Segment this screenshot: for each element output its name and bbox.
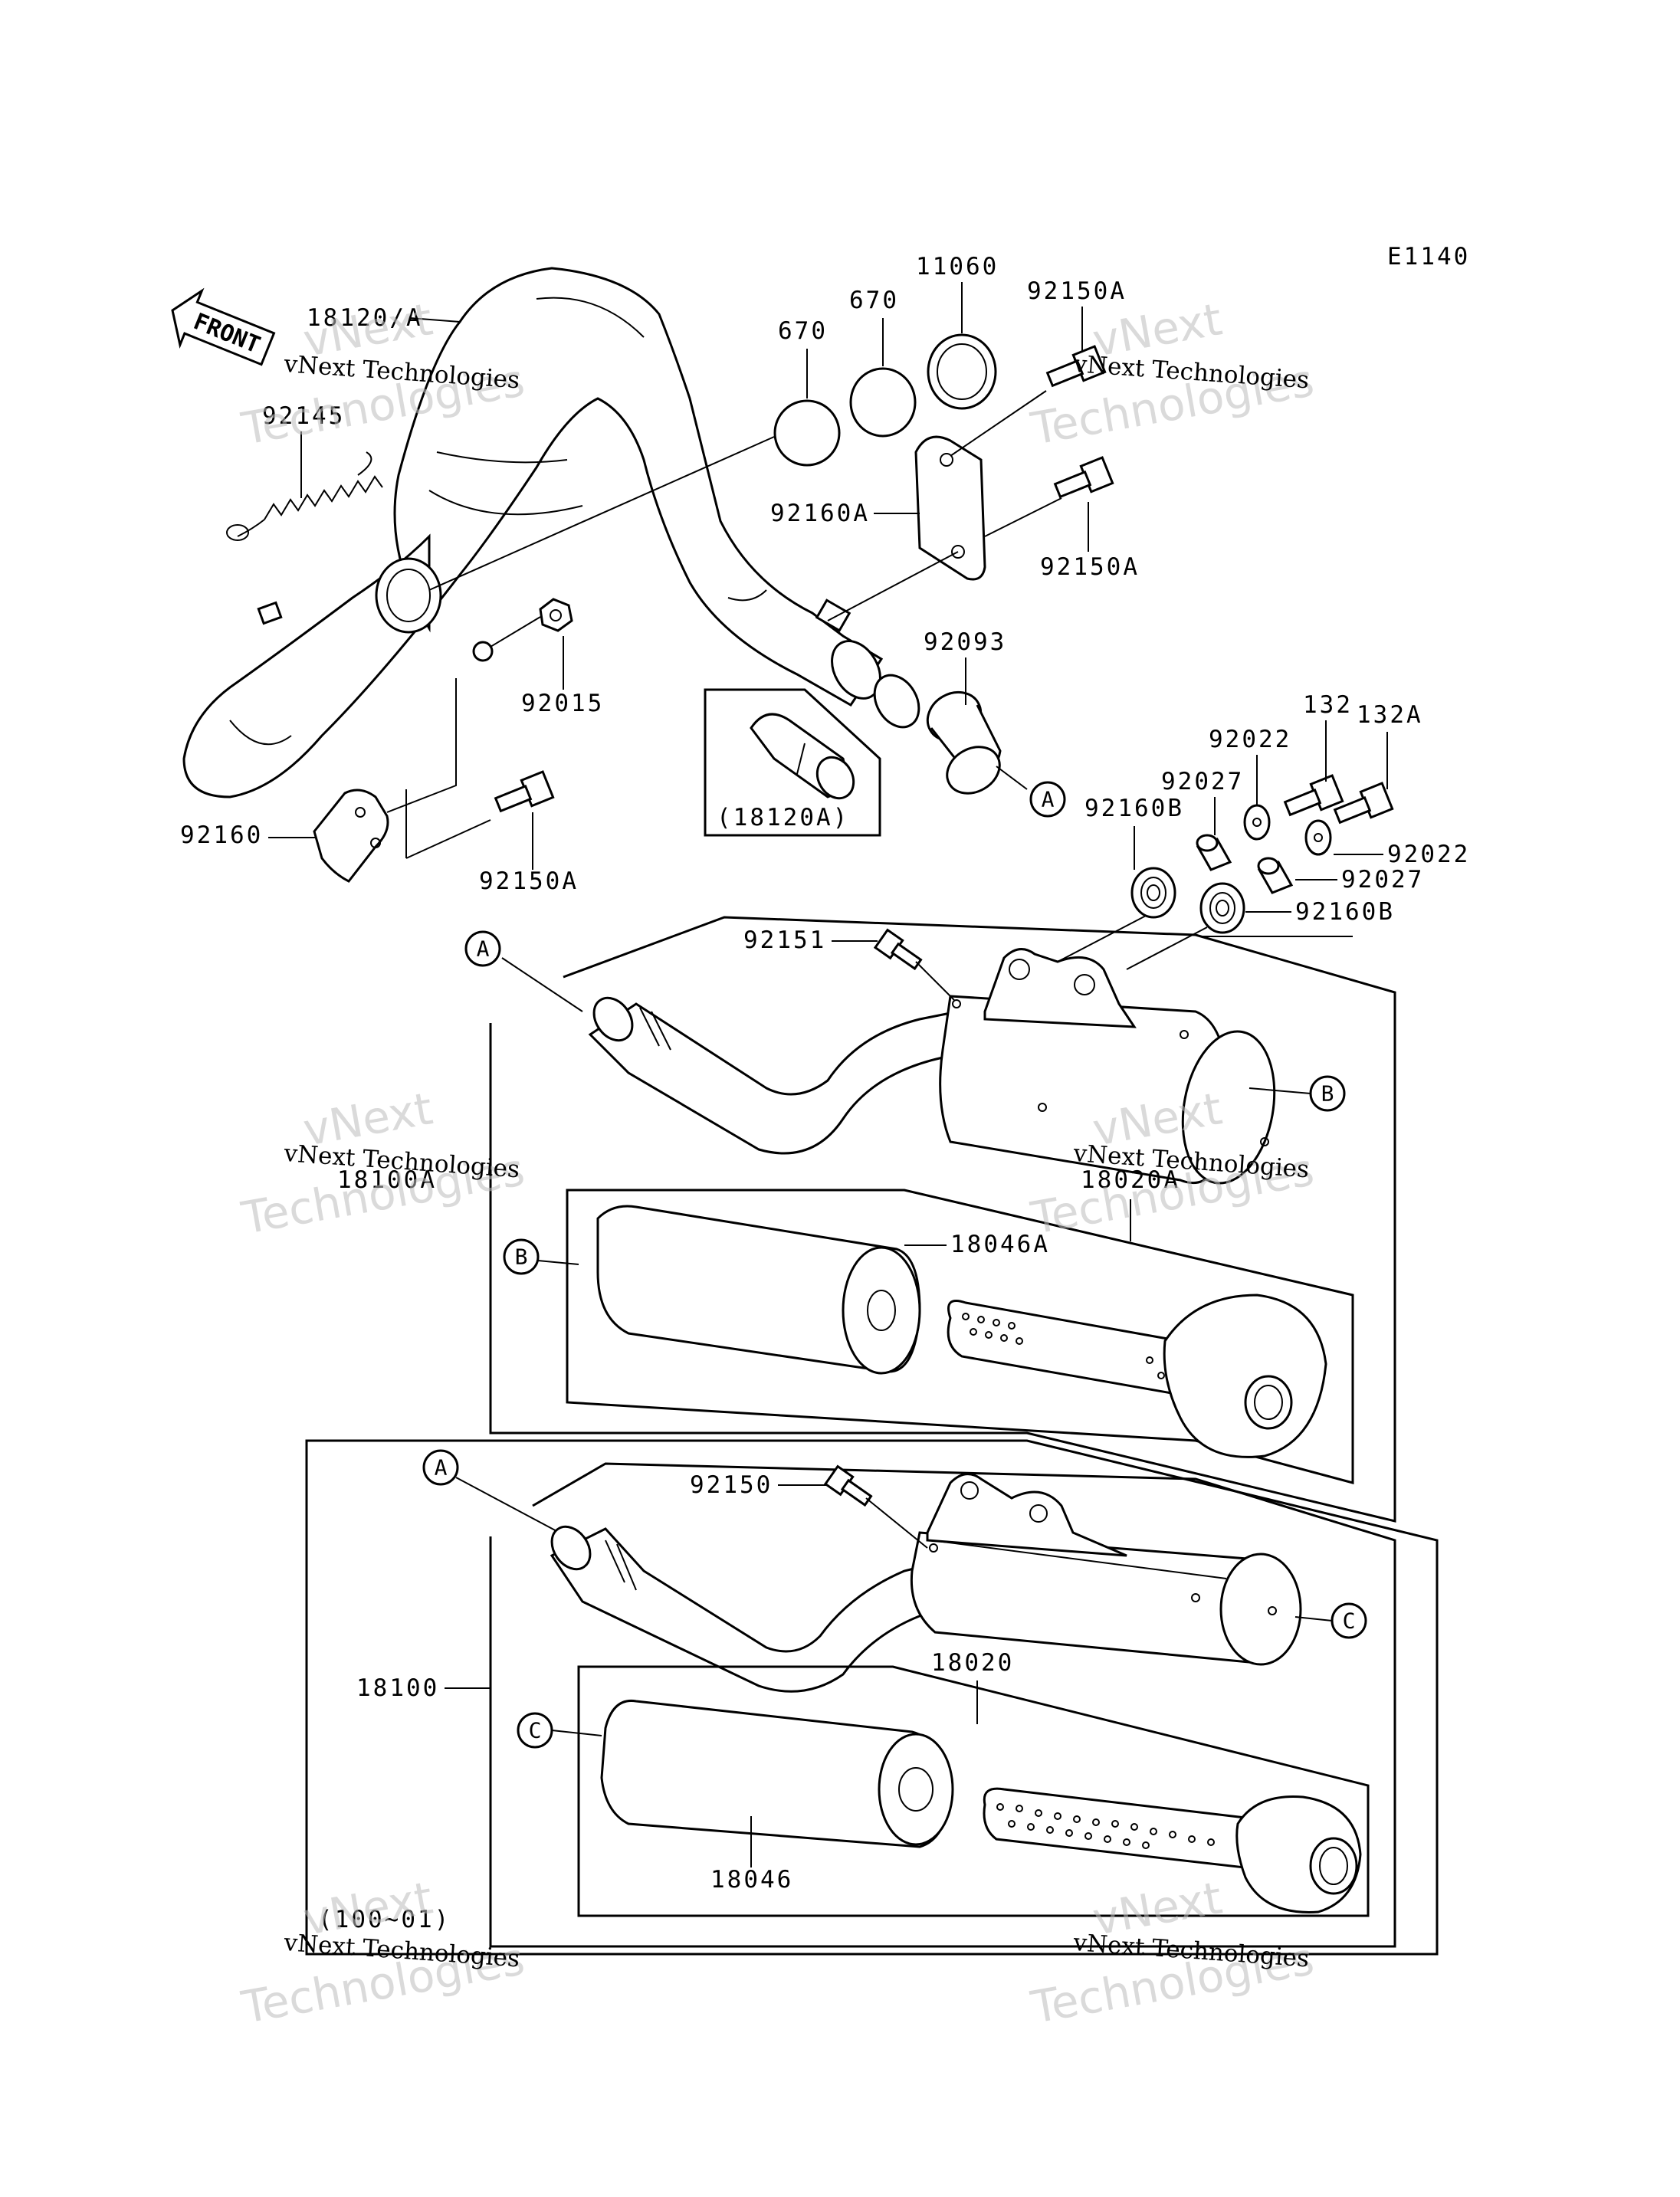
bolt-92150 <box>823 1464 873 1507</box>
inset-box-18120A <box>704 688 881 837</box>
packing-18046 <box>600 1699 954 1848</box>
label-date-range: (100~01) <box>318 1906 451 1933</box>
label-92027-b: 92027 <box>1341 866 1424 894</box>
svg-text:A: A <box>1042 787 1055 812</box>
svg-text:C: C <box>1343 1608 1356 1634</box>
bolt-92150A-low <box>494 770 555 813</box>
label-670-a: 670 <box>778 317 828 345</box>
label-92160A: 92160A <box>770 500 870 527</box>
label-92027-a: 92027 <box>1161 768 1244 795</box>
silencer-core-18020 <box>983 1787 1362 1913</box>
label-18020: 18020 <box>931 1649 1014 1677</box>
label-92093: 92093 <box>924 628 1006 656</box>
label-92150A-low: 92150A <box>479 867 579 895</box>
bolt-132A <box>1333 782 1394 825</box>
label-92150A-mid: 92150A <box>1040 553 1140 581</box>
gasket-11060 <box>927 333 997 410</box>
ref-a-lower <box>422 1449 459 1486</box>
washer-92022-b <box>1304 819 1332 856</box>
label-92160: 92160 <box>180 821 263 849</box>
label-92022-b: 92022 <box>1387 841 1470 868</box>
label-92160B-b: 92160B <box>1295 898 1395 926</box>
ref-a-upper <box>464 930 501 967</box>
frame-18020A <box>566 1189 1354 1484</box>
watermark-bottom-left: vNext Technologies vNext Technologies <box>238 1871 529 2034</box>
bolt-92150A-top <box>1045 345 1107 388</box>
frame-18100A <box>489 916 1396 1523</box>
frame-18100 <box>489 1462 1396 1948</box>
svg-text:A: A <box>477 936 490 962</box>
collar-92027-a <box>1196 834 1232 871</box>
sleeve-92093 <box>926 690 1002 795</box>
sleeve-18120A-inset <box>750 713 855 800</box>
label-92015: 92015 <box>521 690 604 717</box>
bolt-92150A-mid <box>1053 456 1114 499</box>
diagram-code: E1140 <box>1387 243 1470 271</box>
label-18100A: 18100A <box>337 1166 437 1194</box>
muffler-18100A <box>588 948 1276 1185</box>
label-132A: 132A <box>1357 701 1423 729</box>
label-11060: 11060 <box>916 253 999 280</box>
grommet-92160B-b <box>1199 882 1245 934</box>
label-132: 132 <box>1303 691 1353 719</box>
label-18046: 18046 <box>710 1866 793 1894</box>
label-92145: 92145 <box>262 402 345 430</box>
o-ring-670-b <box>849 367 917 438</box>
silencer-core-18020A <box>947 1294 1327 1458</box>
svg-text:B: B <box>1321 1081 1334 1107</box>
bracket-92160A <box>914 435 986 581</box>
label-92022-a: 92022 <box>1209 726 1291 753</box>
collar-92027-b <box>1257 857 1294 894</box>
frame-18100-outer <box>305 1439 1439 1956</box>
svg-text:C: C <box>529 1718 542 1743</box>
washer-92022-a <box>1243 804 1271 841</box>
grommet-92160B-a <box>1130 867 1176 919</box>
bolt-132 <box>1283 774 1344 817</box>
o-ring-670-a <box>773 399 841 467</box>
label-18120A: 18120/A <box>307 304 423 332</box>
watermark-mid-left: vNext Technologies vNext Technologies <box>238 1082 529 1244</box>
label-18046A: 18046A <box>950 1231 1050 1258</box>
bolt-92151 <box>873 928 923 971</box>
label-18120A-box: (18120A) <box>717 804 849 831</box>
packing-18046A <box>596 1205 921 1375</box>
label-92150A-top: 92150A <box>1027 277 1127 305</box>
ref-a-top <box>1029 781 1066 818</box>
label-92151: 92151 <box>743 926 826 954</box>
spring-92145 <box>226 451 383 541</box>
label-18020A: 18020A <box>1081 1166 1180 1194</box>
front-arrow-icon: FRONT <box>171 287 276 366</box>
label-92150: 92150 <box>690 1471 773 1499</box>
label-670-b: 670 <box>849 287 899 314</box>
ref-b-inner <box>503 1238 540 1275</box>
nut-92015 <box>539 598 573 632</box>
frame-18020 <box>577 1665 1370 1917</box>
label-18100: 18100 <box>356 1674 439 1702</box>
muffler-18100 <box>550 1473 1302 1693</box>
bracket-92160 <box>313 789 389 883</box>
label-92160B-a: 92160B <box>1084 795 1184 822</box>
exhaust-header-pipe <box>182 267 920 798</box>
svg-text:A: A <box>435 1455 448 1481</box>
svg-text:B: B <box>515 1244 528 1270</box>
